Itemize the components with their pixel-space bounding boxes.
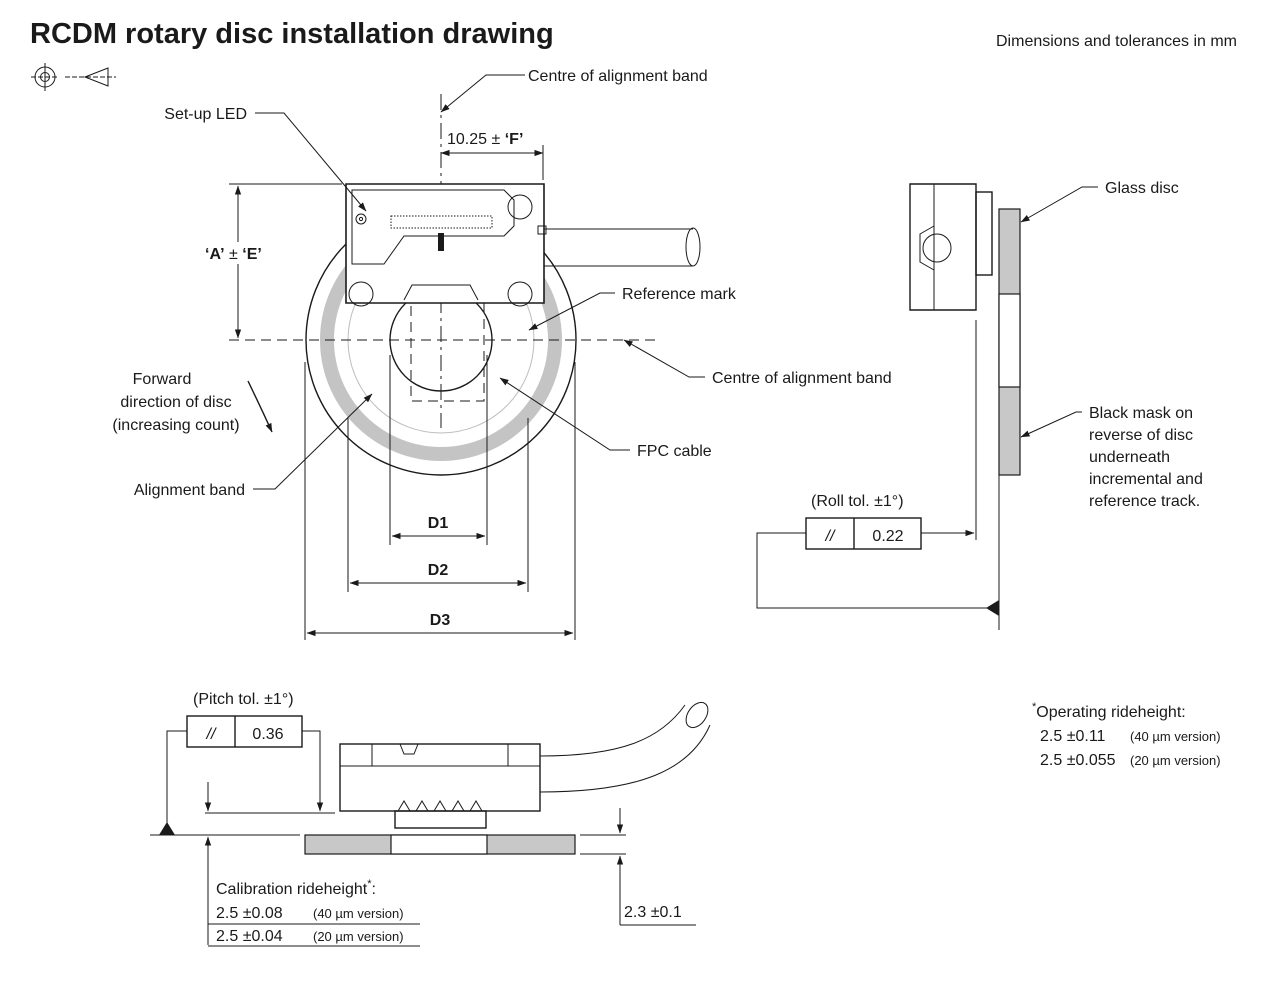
operating-rideheight-title: *Operating rideheight: xyxy=(1032,701,1186,721)
plan-view xyxy=(229,94,701,476)
rotation-arrow xyxy=(247,380,273,433)
alignment-band-label: Alignment band xyxy=(134,482,245,499)
calibration-row-20um: 2.5 ±0.04(20 µm version) xyxy=(216,928,404,945)
operating-row-20um: 2.5 ±0.055(20 µm version) xyxy=(1040,752,1221,769)
projection-symbol-icon xyxy=(31,63,116,91)
mask-line5: reference track. xyxy=(1089,493,1200,510)
calibration-row-40um: 2.5 ±0.08(40 µm version) xyxy=(216,905,404,922)
offset-dimension: 10.25 ± ‘F’ xyxy=(447,131,523,148)
centre-band-label-top: Centre of alignment band xyxy=(528,68,708,85)
readhead xyxy=(345,183,701,307)
elevation-view xyxy=(304,701,711,855)
d2-label: D2 xyxy=(428,562,449,579)
mask-line4: incremental and xyxy=(1089,471,1203,488)
reference-mark-label: Reference mark xyxy=(622,286,737,303)
fpc-cable-hidden xyxy=(410,295,485,402)
height-dimension: ‘A’ ± ‘E’ xyxy=(205,246,262,263)
fpc-cable-label: FPC cable xyxy=(637,443,712,460)
setup-led-label: Set-up LED xyxy=(164,106,247,123)
disc-gap-dimension: 2.3 ±0.1 xyxy=(624,904,682,921)
units-note: Dimensions and tolerances in mm xyxy=(996,33,1237,50)
glass-disc-label: Glass disc xyxy=(1105,180,1179,197)
roll-parallel-symbol: // xyxy=(825,528,836,545)
d3-label: D3 xyxy=(430,612,451,629)
d1-label: D1 xyxy=(428,515,449,532)
roll-tolerance-value: 0.22 xyxy=(872,528,903,545)
mask-line1: Black mask on xyxy=(1089,405,1193,422)
mask-line3: underneath xyxy=(1089,449,1170,466)
forward-direction-line1: Forward xyxy=(133,371,192,388)
operating-row-40um: 2.5 ±0.11(40 µm version) xyxy=(1040,728,1221,745)
forward-direction-line3: (increasing count) xyxy=(112,417,239,434)
scale-window xyxy=(390,215,493,229)
pitch-tolerance-value: 0.36 xyxy=(252,726,283,743)
forward-direction-line2: direction of disc xyxy=(120,394,231,411)
pitch-tolerance-label: (Pitch tol. ±1°) xyxy=(193,691,294,708)
led-icon xyxy=(355,213,367,225)
reference-window xyxy=(438,233,444,251)
pitch-tolerance-frame xyxy=(186,715,303,748)
calibration-rideheight-title: Calibration rideheight*: xyxy=(216,878,376,898)
pitch-parallel-symbol: // xyxy=(206,726,217,743)
side-view xyxy=(909,183,1021,630)
mask-line2: reverse of disc xyxy=(1089,427,1193,444)
roll-tolerance-frame xyxy=(805,517,922,550)
roll-tolerance-label: (Roll tol. ±1°) xyxy=(811,493,904,510)
centre-band-label-right: Centre of alignment band xyxy=(712,370,892,387)
page-title: RCDM rotary disc installation drawing xyxy=(30,18,554,50)
